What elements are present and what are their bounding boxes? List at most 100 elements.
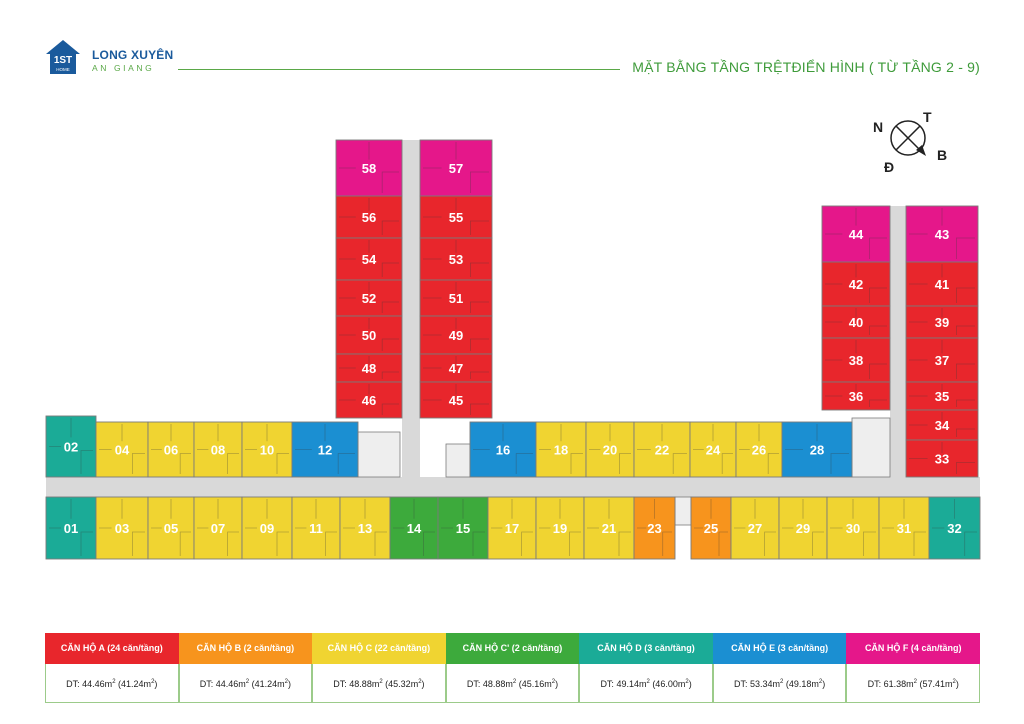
unit-number: 53 (449, 252, 463, 267)
unit-partitions (539, 424, 583, 474)
unit-partitions (339, 384, 399, 415)
unit-partitions (909, 442, 975, 474)
apartment-unit-55[interactable]: 55 (419, 195, 493, 239)
unit-partitions (197, 424, 239, 474)
legend-type-label: CĂN HỘ C' (2 căn/tầng) (445, 633, 580, 664)
apartment-unit-24[interactable]: 24 (689, 421, 737, 478)
stair-core-1 (357, 431, 401, 478)
apartment-unit-15[interactable]: 15 (437, 496, 489, 560)
apartment-unit-37[interactable]: 37 (905, 337, 979, 383)
apartment-unit-19[interactable]: 19 (535, 496, 585, 560)
apartment-unit-27[interactable]: 27 (730, 496, 780, 560)
apartment-unit-14[interactable]: 14 (389, 496, 439, 560)
legend-type-label: CĂN HỘ F (4 căn/tầng) (846, 633, 980, 664)
apartment-unit-41[interactable]: 41 (905, 261, 979, 307)
apartment-unit-22[interactable]: 22 (633, 421, 691, 478)
unit-block (335, 195, 403, 239)
compass-label-b: B (937, 147, 947, 163)
logo-badge-subtext: HOME (56, 67, 70, 72)
apartment-unit-34[interactable]: 34 (905, 409, 979, 441)
unit-partitions (694, 499, 728, 556)
apartment-unit-09[interactable]: 09 (241, 496, 293, 560)
legend-item-e: CĂN HỘ E (3 căn/tầng)DT: 53.34m2 (49.18m… (712, 633, 847, 703)
unit-block (585, 421, 635, 478)
apartment-unit-54[interactable]: 54 (335, 237, 403, 281)
unit-block (821, 261, 891, 307)
corridor-main (46, 477, 980, 497)
apartment-unit-51[interactable]: 51 (419, 279, 493, 317)
apartment-unit-36[interactable]: 36 (821, 381, 891, 411)
apartment-unit-45[interactable]: 45 (419, 381, 493, 419)
apartment-unit-43[interactable]: 43 (905, 205, 979, 263)
apartment-unit-35[interactable]: 35 (905, 381, 979, 411)
apartment-unit-02[interactable]: 02 (45, 415, 97, 478)
apartment-unit-33[interactable]: 33 (905, 439, 979, 478)
apartment-unit-48[interactable]: 48 (335, 353, 403, 383)
apartment-unit-04[interactable]: 04 (95, 421, 149, 478)
apartment-unit-46[interactable]: 46 (335, 381, 403, 419)
apartment-unit-21[interactable]: 21 (583, 496, 635, 560)
apartment-unit-26[interactable]: 26 (735, 421, 783, 478)
apartment-unit-52[interactable]: 52 (335, 279, 403, 317)
legend-item-b: CĂN HỘ B (2 căn/tầng)DT: 44.46m2 (41.24m… (178, 633, 313, 703)
apartment-unit-25[interactable]: 25 (690, 496, 732, 560)
apartment-unit-12[interactable]: 12 (291, 421, 359, 478)
unit-number: 43 (935, 227, 949, 242)
unit-number: 01 (64, 521, 78, 536)
unit-block (335, 381, 403, 419)
apartment-unit-40[interactable]: 40 (821, 305, 891, 339)
apartment-unit-56[interactable]: 56 (335, 195, 403, 239)
unit-partitions (932, 499, 977, 556)
unit-number: 14 (407, 521, 422, 536)
unit-number: 07 (211, 521, 225, 536)
unit-partitions (423, 198, 489, 235)
unit-number: 29 (796, 521, 810, 536)
unit-partitions (491, 499, 533, 556)
apartment-unit-39[interactable]: 39 (905, 305, 979, 339)
apartment-unit-05[interactable]: 05 (147, 496, 195, 560)
apartment-unit-57[interactable]: 57 (419, 139, 493, 197)
unit-block (241, 496, 293, 560)
apartment-unit-06[interactable]: 06 (147, 421, 195, 478)
apartment-unit-49[interactable]: 49 (419, 315, 493, 355)
corridor-north-tower (402, 140, 420, 497)
unit-block (633, 496, 676, 560)
apartment-unit-10[interactable]: 10 (241, 421, 293, 478)
apartment-unit-53[interactable]: 53 (419, 237, 493, 281)
apartment-unit-01[interactable]: 01 (45, 496, 97, 560)
unit-block (905, 261, 979, 307)
apartment-unit-30[interactable]: 30 (826, 496, 880, 560)
legend-area-value: DT: 61.38m2 (57.41m2) (846, 664, 980, 703)
unit-number: 26 (752, 443, 766, 458)
apartment-unit-50[interactable]: 50 (335, 315, 403, 355)
unit-block (735, 421, 783, 478)
apartment-unit-13[interactable]: 13 (339, 496, 391, 560)
apartment-unit-18[interactable]: 18 (535, 421, 587, 478)
apartment-unit-03[interactable]: 03 (95, 496, 149, 560)
unit-block (291, 421, 359, 478)
apartment-unit-44[interactable]: 44 (821, 205, 891, 263)
apartment-unit-17[interactable]: 17 (487, 496, 537, 560)
apartment-unit-11[interactable]: 11 (291, 496, 341, 560)
apartment-unit-31[interactable]: 31 (878, 496, 930, 560)
unit-block (826, 496, 880, 560)
apartment-unit-42[interactable]: 42 (821, 261, 891, 307)
apartment-unit-07[interactable]: 07 (193, 496, 243, 560)
apartment-unit-23[interactable]: 23 (633, 496, 676, 560)
apartment-unit-32[interactable]: 32 (928, 496, 981, 560)
unit-partitions (339, 142, 399, 193)
unit-partitions (423, 142, 489, 193)
legend-area-value: DT: 44.46m2 (41.24m2) (178, 664, 313, 703)
corridors (46, 140, 980, 526)
apartment-unit-58[interactable]: 58 (335, 139, 403, 197)
unit-partitions (151, 499, 191, 556)
compass-label-t: T (923, 109, 932, 125)
apartment-unit-08[interactable]: 08 (193, 421, 243, 478)
apartment-unit-47[interactable]: 47 (419, 353, 493, 383)
apartment-unit-16[interactable]: 16 (469, 421, 537, 478)
apartment-unit-28[interactable]: 28 (781, 421, 853, 478)
apartment-unit-38[interactable]: 38 (821, 337, 891, 383)
unit-block (193, 421, 243, 478)
apartment-unit-29[interactable]: 29 (778, 496, 828, 560)
apartment-unit-20[interactable]: 20 (585, 421, 635, 478)
